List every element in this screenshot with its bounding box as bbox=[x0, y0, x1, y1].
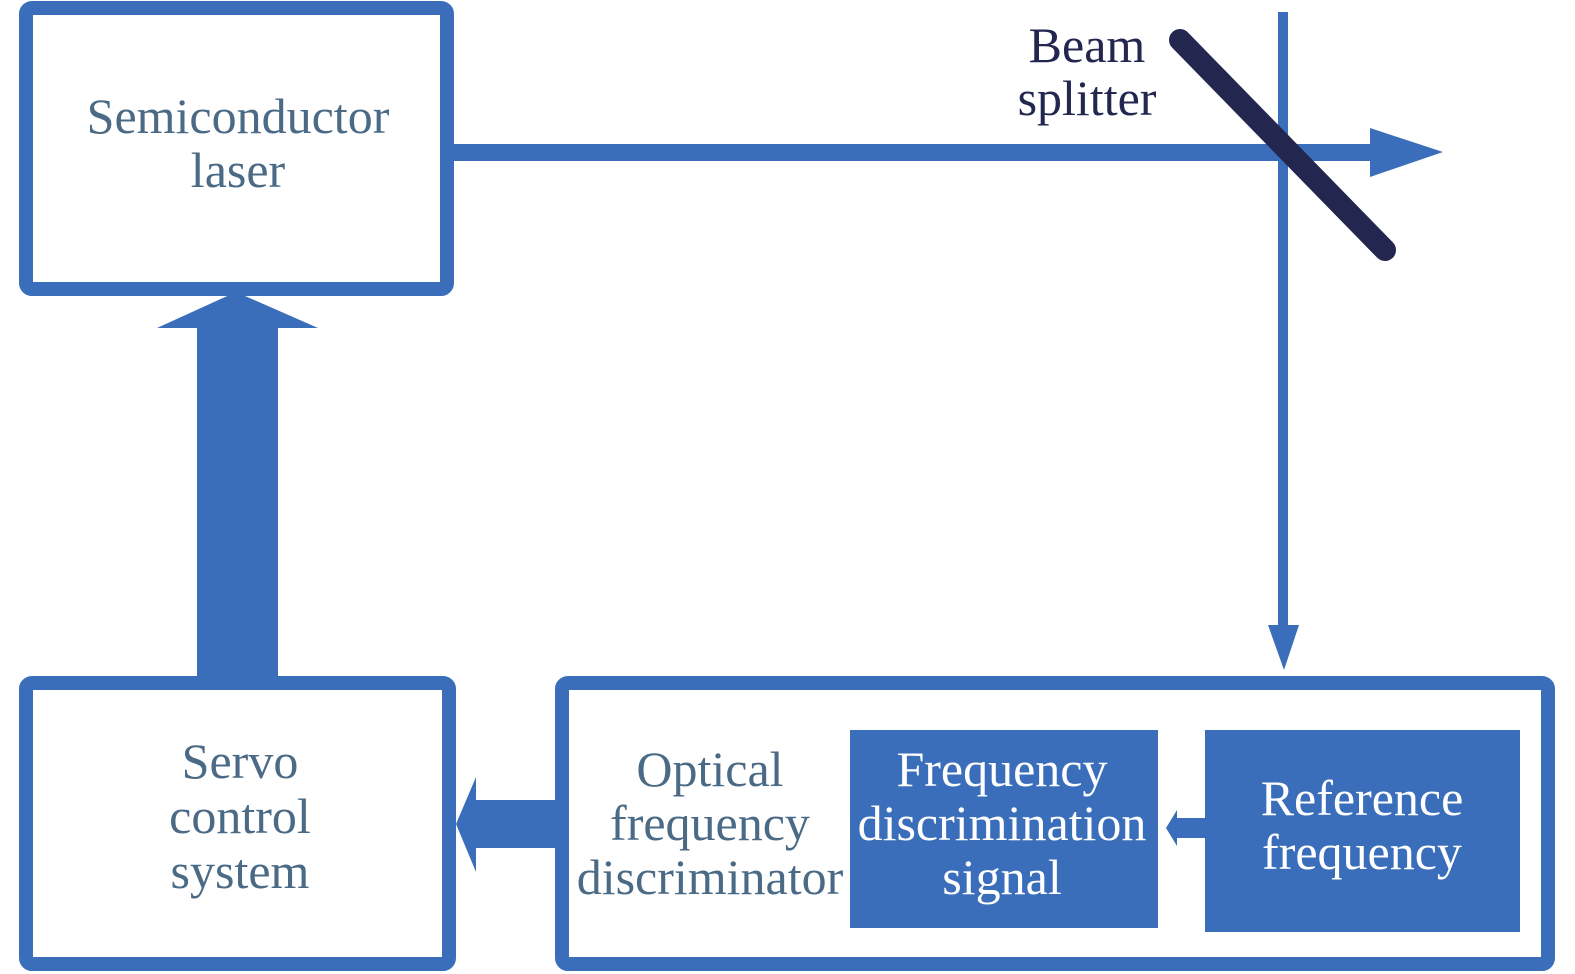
feedback-arrow-shaft bbox=[197, 328, 278, 680]
reference-label-line1: Reference bbox=[1261, 770, 1464, 826]
servo-box bbox=[19, 676, 456, 971]
reference-arrowhead bbox=[1166, 810, 1177, 846]
beam-line-horizontal bbox=[453, 144, 1373, 161]
laser-box bbox=[19, 1, 454, 296]
laser-label-line1: Semiconductor bbox=[87, 88, 390, 144]
beam-splitter-label-line1: Beam bbox=[1029, 17, 1146, 73]
discriminator-label-line2: frequency bbox=[610, 795, 810, 851]
beam-down-arrowhead bbox=[1268, 625, 1299, 670]
fd-signal-box bbox=[850, 730, 1158, 928]
discriminator-label-line1: Optical bbox=[636, 741, 783, 797]
error-signal-arrow-shaft bbox=[470, 800, 562, 848]
beam-line-vertical bbox=[1278, 12, 1288, 632]
beam-splitter-label-line2: splitter bbox=[1018, 70, 1157, 126]
beam-splitter-icon bbox=[1169, 29, 1396, 261]
servo-label-line2: control bbox=[169, 788, 311, 844]
beam-output-arrowhead bbox=[1370, 128, 1443, 177]
feedback-arrowhead bbox=[157, 292, 318, 328]
discriminator-label-line3: discriminator bbox=[577, 849, 844, 905]
error-signal-arrowhead bbox=[456, 777, 476, 872]
fd-signal-label-line2: discrimination bbox=[858, 795, 1147, 851]
reference-box bbox=[1205, 730, 1520, 932]
fd-signal-label-line1: Frequency bbox=[896, 741, 1107, 797]
laser-label-line2: laser bbox=[191, 142, 286, 198]
fd-signal-label-line3: signal bbox=[942, 849, 1061, 905]
servo-label-line3: system bbox=[171, 843, 310, 899]
reference-arrow-shaft bbox=[1174, 818, 1206, 838]
reference-label-line2: frequency bbox=[1262, 824, 1462, 880]
servo-label-line1: Servo bbox=[182, 733, 299, 789]
